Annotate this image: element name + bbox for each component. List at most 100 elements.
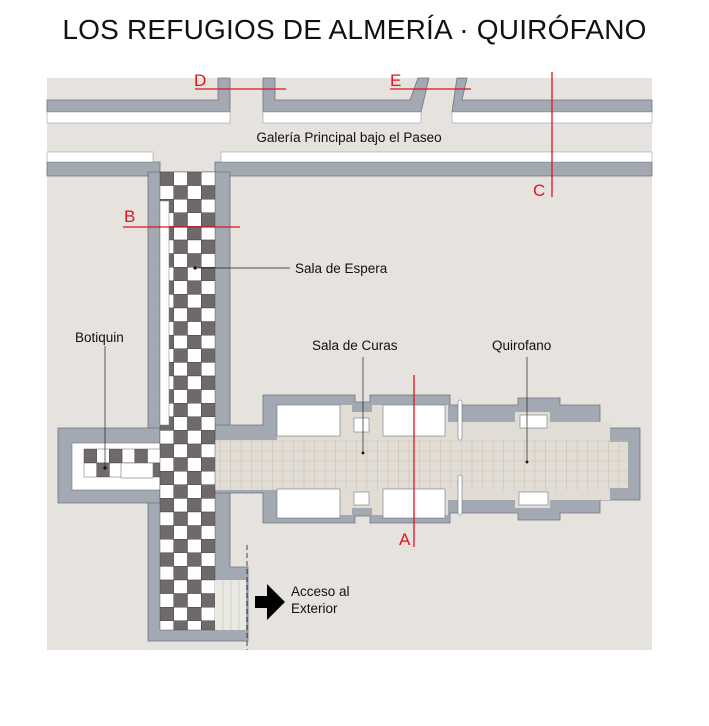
exit-label-line2: Exterior (291, 601, 338, 616)
floor-tile (201, 375, 216, 390)
gallery-label: Galería Principal bajo el Paseo (256, 130, 441, 145)
treatment-room-label: Sala de Curas (312, 338, 398, 353)
floor-tile (201, 498, 216, 513)
floor-tile (173, 226, 188, 241)
floor-tile (173, 579, 188, 594)
floor-tile (201, 239, 216, 254)
floor-tile (187, 579, 202, 594)
floor-tile (201, 362, 216, 377)
floor-tile (201, 566, 216, 581)
floor-tile (201, 212, 216, 227)
floor-tile (147, 448, 161, 464)
floor-tile (83, 462, 97, 478)
partition-top (457, 399, 463, 441)
floor-tile (201, 389, 216, 404)
floor-tile (173, 307, 188, 322)
section-lines (123, 72, 553, 547)
floor-tile (187, 321, 202, 336)
floor-tile (201, 484, 216, 499)
floor-tile (173, 321, 188, 336)
floor-tile (173, 335, 188, 350)
floor-tile (201, 579, 216, 594)
gallery-lower-wall-right (214, 161, 653, 177)
floor-tile (201, 471, 216, 486)
section-label-e: E (390, 71, 401, 90)
operating-room-label: Quirofano (492, 338, 551, 353)
floor-tile (201, 552, 216, 567)
floor-tile (187, 416, 202, 431)
floor-tile (173, 389, 188, 404)
floor-tile (187, 471, 202, 486)
floor-tile (159, 484, 174, 499)
floor-tile (173, 185, 188, 200)
floor-tile (187, 457, 202, 472)
floor-tile (159, 443, 174, 458)
floor-tile (121, 448, 135, 464)
main-gallery (46, 77, 653, 177)
floor-tile (187, 348, 202, 363)
first-aid-label: Botiquin (75, 330, 124, 345)
floor-tile (173, 552, 188, 567)
floor-tile (159, 525, 174, 540)
section-label-b: B (124, 207, 135, 226)
floor-tile (159, 539, 174, 554)
floor-tile (173, 443, 188, 458)
floor-tile (201, 198, 216, 213)
first-aid-cabinet (120, 462, 154, 479)
floor-tile (201, 525, 216, 540)
floor-tile (187, 375, 202, 390)
floor-tile (173, 498, 188, 513)
floor-tile (201, 253, 216, 268)
floor-tile (173, 471, 188, 486)
floor-tile (173, 430, 188, 445)
floor-tile (96, 462, 110, 478)
floor-tile (173, 253, 188, 268)
floor-tile (201, 226, 216, 241)
floor-tile (173, 525, 188, 540)
floor-tile (173, 280, 188, 295)
partition-bottom (457, 474, 463, 516)
floor-tile (201, 267, 216, 282)
floor-tile (201, 457, 216, 472)
page-title: LOS REFUGIOS DE ALMERÍA · QUIRÓFANO (62, 14, 647, 45)
floor-tile (201, 430, 216, 445)
floor-tile (201, 294, 216, 309)
floor-tile (187, 511, 202, 526)
operating-niche-bottom (518, 491, 549, 506)
floor-tile (201, 511, 216, 526)
floor-tile (173, 539, 188, 554)
floor-tile (201, 403, 216, 418)
exit-label-line1: Acceso al (291, 584, 350, 599)
floor-tile (187, 498, 202, 513)
gallery-lower-wall (46, 161, 161, 177)
floor-tile (159, 566, 174, 581)
treatment-bed-bottom-left (276, 488, 341, 519)
floor-tile (201, 607, 216, 622)
floor-tile (187, 389, 202, 404)
floor-tile (187, 403, 202, 418)
floor-tile (173, 362, 188, 377)
floor-tile (159, 457, 174, 472)
floor-tile (187, 307, 202, 322)
floor-tile (159, 607, 174, 622)
floor-tile (201, 620, 216, 631)
floor-tile (173, 212, 188, 227)
floor-tile (187, 430, 202, 445)
floor-tile (173, 294, 188, 309)
floor-tile (173, 403, 188, 418)
floor-tile (201, 185, 216, 200)
floor-tile (187, 525, 202, 540)
floor-tile (173, 457, 188, 472)
floor-tile (187, 280, 202, 295)
floor-tile (159, 171, 174, 186)
floor-tile (187, 607, 202, 622)
floor-tile (109, 448, 123, 464)
floor-tile (159, 471, 174, 486)
floor-tile (201, 443, 216, 458)
floor-tile (187, 226, 202, 241)
floor-tile (187, 198, 202, 213)
floor-tile (173, 267, 188, 282)
floor-tile (173, 375, 188, 390)
floor-tile (159, 552, 174, 567)
